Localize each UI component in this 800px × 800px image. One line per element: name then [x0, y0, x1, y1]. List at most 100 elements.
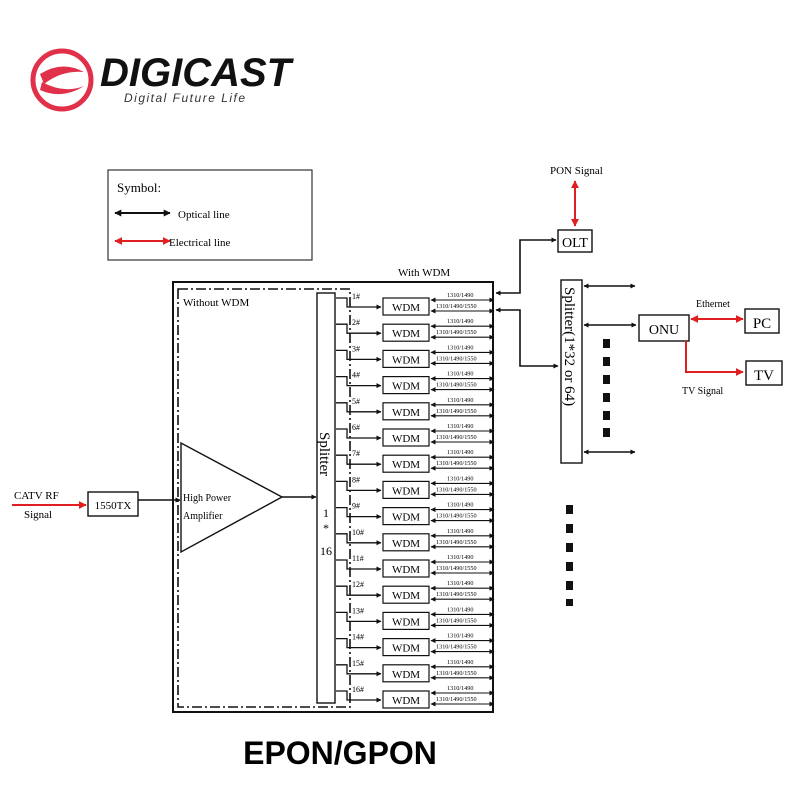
wavelength-label-bottom: 1310/1490/1550 — [436, 382, 477, 389]
splitter-32-64 — [560, 279, 583, 464]
wdm-label: WDM — [392, 669, 420, 681]
wavelength-label-bottom: 1310/1490/1550 — [436, 565, 477, 572]
splitter-16-label: Splitter — [316, 432, 332, 476]
port-fiber-line — [336, 585, 382, 598]
wavelength-label-bottom: 1310/1490/1550 — [436, 513, 477, 520]
wdm-box — [382, 402, 430, 421]
tv-box — [745, 360, 783, 386]
olt-optical-link — [495, 237, 557, 296]
brand-tagline: Digital Future Life — [124, 91, 247, 105]
wdm-label: WDM — [392, 512, 420, 524]
headend-box — [172, 281, 494, 713]
wdm-port-row: 9# WDM 1310/1490 1310/1490/1550 — [336, 502, 495, 526]
wdm-box — [382, 349, 430, 368]
wdm-box — [382, 611, 430, 631]
wdm-label: WDM — [392, 433, 420, 445]
wdm-box — [382, 559, 430, 578]
wavelength-label-top: 1310/1490 — [447, 659, 473, 666]
wdm-label: WDM — [392, 354, 420, 366]
port-label: 13# — [352, 606, 364, 615]
legend-electrical-label: Electrical line — [169, 237, 230, 249]
port-label: 6# — [352, 423, 360, 432]
wdm-box — [382, 454, 430, 473]
tv-electrical-line — [685, 341, 744, 376]
port-fiber-line — [336, 480, 382, 493]
wavelength-label-top: 1310/1490 — [447, 502, 473, 509]
tv-label: TV — [754, 368, 774, 384]
wavelength-label-bottom: 1310/1490/1550 — [436, 591, 477, 598]
wavelength-label-bottom: 1310/1490/1550 — [436, 460, 477, 467]
ethernet-label: Ethernet — [696, 299, 730, 310]
wavelength-label-bottom: 1310/1490/1550 — [436, 539, 477, 546]
port-fiber-line — [336, 559, 382, 572]
port-label: 11# — [352, 554, 364, 563]
catv-signal-label: Signal — [24, 509, 52, 521]
wavelength-label-bottom: 1310/1490/1550 — [436, 644, 477, 651]
wavelength-label-top: 1310/1490 — [447, 606, 473, 613]
port-fiber-line — [336, 637, 382, 651]
port-label: 4# — [352, 371, 360, 380]
wavelength-label-bottom: 1310/1490/1550 — [436, 303, 477, 310]
more-splitters-dots — [566, 505, 573, 606]
wdm-label: WDM — [392, 485, 420, 497]
wdm-box — [382, 585, 430, 604]
port-fiber-line — [336, 454, 382, 467]
wdm-label: WDM — [392, 643, 420, 655]
diagram-caption: EPON/GPON — [243, 735, 437, 771]
amplifier-icon — [180, 441, 284, 554]
wavelength-label-bottom: 1310/1490/1550 — [436, 408, 477, 415]
wavelength-label-top: 1310/1490 — [447, 318, 473, 325]
port-label: 9# — [352, 502, 360, 511]
brand-name: DIGICAST — [100, 51, 295, 95]
more-ports-dots — [603, 339, 610, 437]
wdm-label: WDM — [392, 328, 420, 340]
splitter-16 — [316, 292, 336, 704]
logo-ring-icon — [30, 48, 94, 112]
splitter-16-ratio-b: * — [323, 521, 329, 535]
wdm-label: WDM — [392, 302, 420, 314]
wdm-label: WDM — [392, 564, 420, 576]
wdm-box — [382, 323, 430, 342]
pc-box — [744, 308, 780, 334]
port-fiber-line — [336, 349, 382, 362]
wavelength-label-top: 1310/1490 — [447, 633, 473, 640]
amplifier-label-2: Amplifier — [183, 511, 223, 522]
port-label: 2# — [352, 318, 360, 327]
wdm-box — [382, 533, 430, 552]
port-fiber-line — [336, 533, 382, 546]
wavelength-label-top: 1310/1490 — [447, 292, 473, 299]
wdm-label: WDM — [392, 381, 420, 393]
without-wdm-label: Without WDM — [183, 297, 249, 309]
splitter-16-ratio-c: 16 — [320, 544, 332, 558]
wavelength-label-top: 1310/1490 — [447, 449, 473, 456]
digicast-logo: DIGICAST Digital Future Life — [30, 48, 295, 112]
port-label: 14# — [352, 633, 364, 642]
wavelength-label-bottom: 1310/1490/1550 — [436, 355, 477, 362]
onu-label: ONU — [649, 323, 679, 338]
wdm-box — [382, 664, 430, 683]
olt-box — [557, 229, 593, 253]
port-label: 16# — [352, 685, 364, 694]
port-fiber-line — [336, 402, 382, 415]
wavelength-label-top: 1310/1490 — [447, 685, 473, 692]
with-wdm-label: With WDM — [398, 267, 450, 279]
port-fiber-line — [336, 690, 382, 703]
wdm-box — [382, 428, 430, 447]
wavelength-label-top: 1310/1490 — [447, 423, 473, 430]
wdm-label: WDM — [392, 616, 420, 628]
wavelength-label-bottom: 1310/1490/1550 — [436, 486, 477, 493]
wdm-label: WDM — [392, 590, 420, 602]
wdm-port-row: 14# WDM 1310/1490 1310/1490/1550 — [336, 633, 495, 657]
wdm-box — [382, 690, 430, 709]
olt-label: OLT — [562, 236, 588, 251]
port-label: 8# — [352, 475, 360, 484]
wdm-box — [382, 507, 430, 526]
